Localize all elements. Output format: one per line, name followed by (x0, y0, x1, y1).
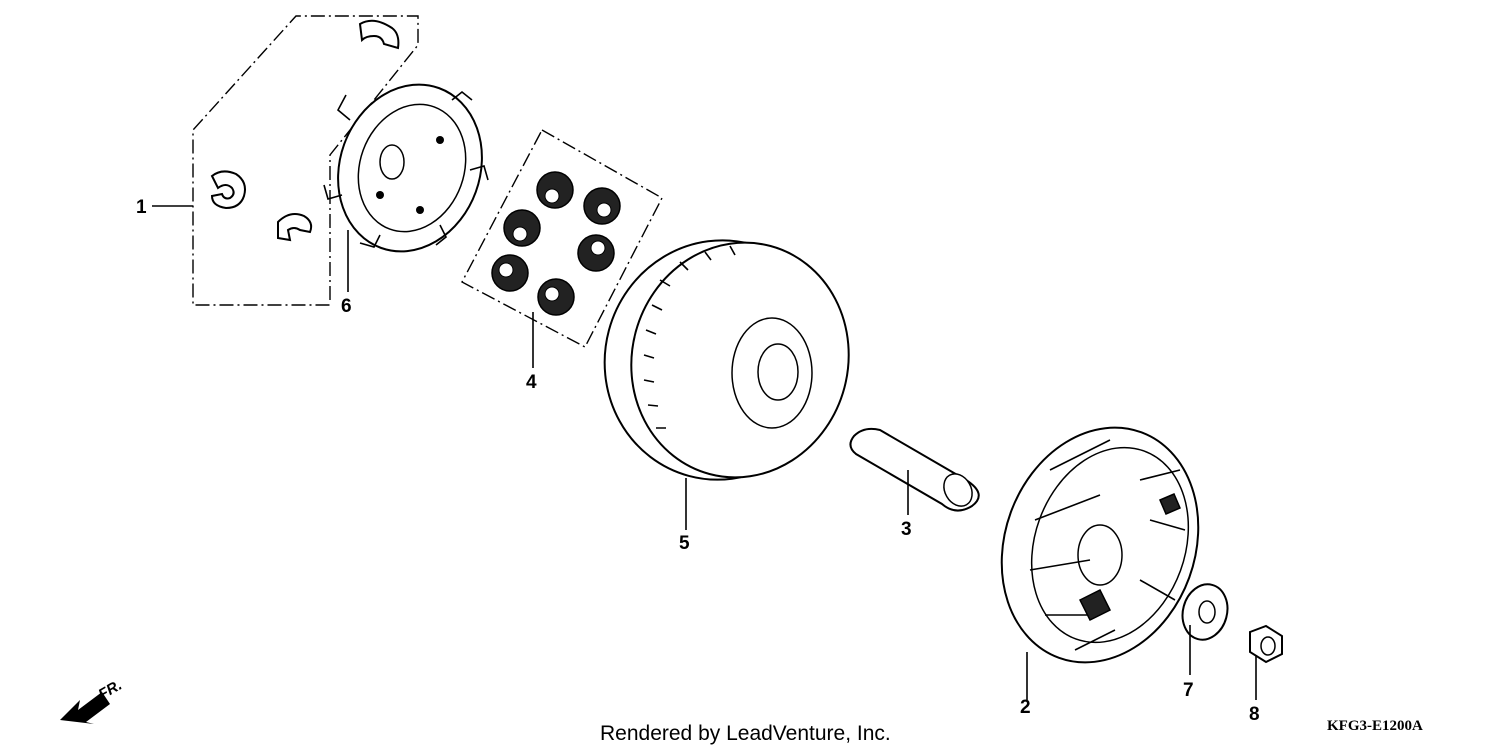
drive-face-boss-part[interactable] (849, 427, 980, 512)
front-arrow-icon (60, 692, 110, 724)
nut-part[interactable] (1249, 624, 1283, 664)
render-credit: Rendered by LeadVenture, Inc. (600, 722, 891, 745)
callout-8: 8 (1249, 704, 1260, 725)
ramp-plate-part[interactable] (315, 64, 505, 272)
drive-face-part[interactable] (578, 214, 875, 505)
callout-6: 6 (341, 296, 352, 317)
diagram-code: KFG3-E1200A (1327, 718, 1423, 734)
callout-1: 1 (136, 197, 147, 218)
weight-roller-set-outline (461, 129, 663, 348)
front-direction-marker: FR. (60, 677, 125, 724)
callout-5: 5 (679, 533, 690, 554)
callout-3: 3 (901, 519, 912, 540)
callout-4: 4 (526, 372, 537, 393)
slide-piece-top[interactable] (358, 19, 400, 50)
ramp-plate-group (192, 15, 505, 306)
slide-piece-mid[interactable] (277, 213, 313, 242)
movable-drive-face-part[interactable] (970, 400, 1231, 691)
weight-roller-part[interactable] (491, 171, 621, 316)
washer-part[interactable] (1177, 579, 1234, 644)
slide-piece-left[interactable] (210, 170, 246, 210)
callout-2: 2 (1020, 697, 1031, 718)
weight-roller-set-group (461, 129, 663, 348)
leader-lines (152, 205, 1257, 700)
slide-piece-set-outline (192, 15, 419, 306)
callout-7: 7 (1183, 680, 1194, 701)
